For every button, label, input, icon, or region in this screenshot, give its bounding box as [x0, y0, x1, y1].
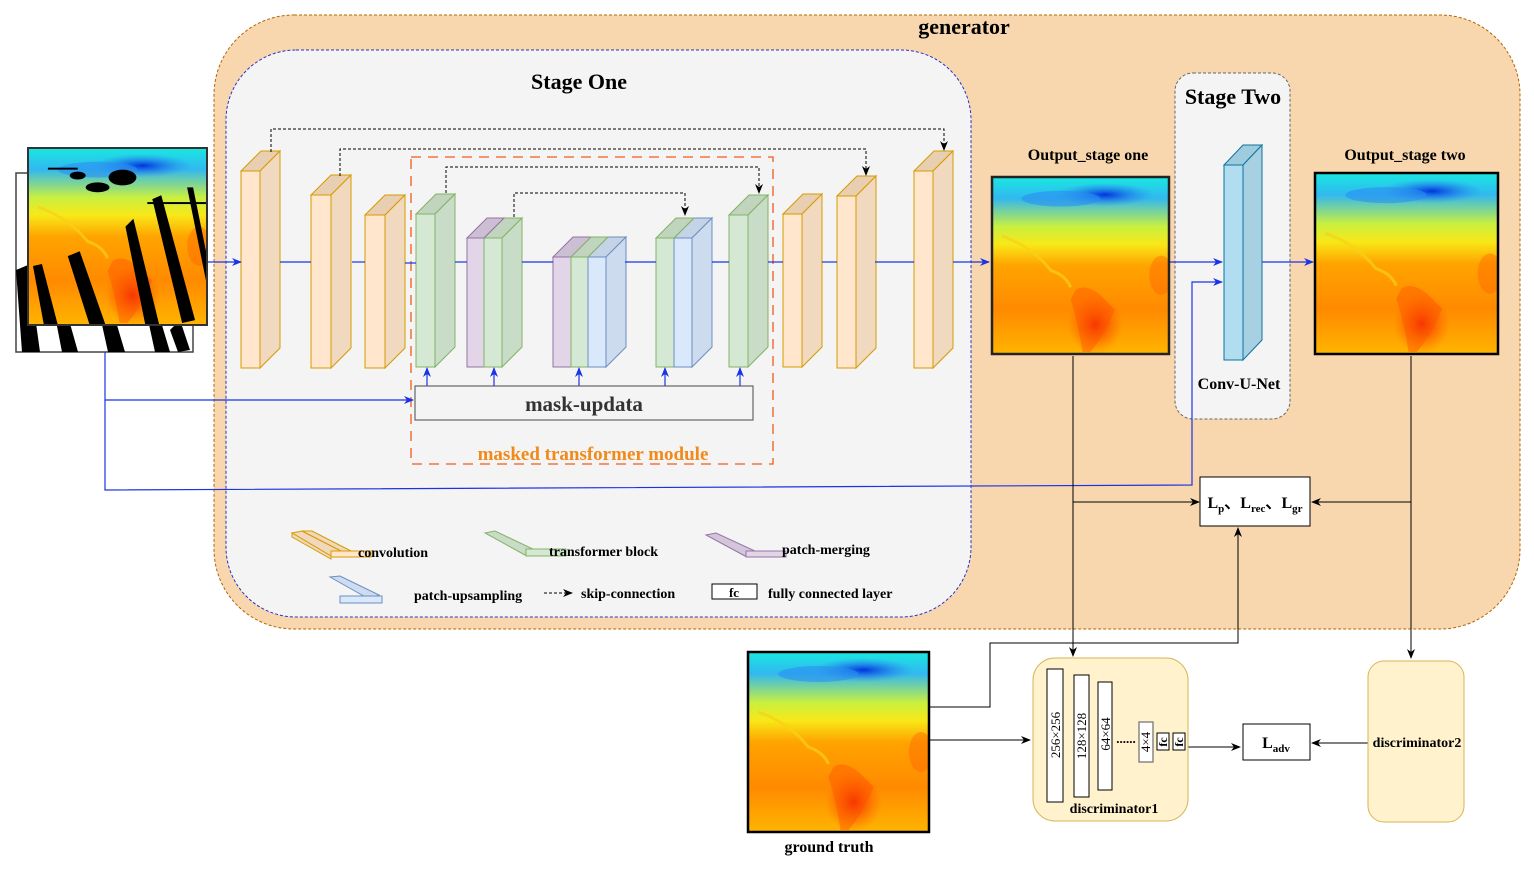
discriminator2: discriminator2 — [1367, 660, 1465, 823]
loss-subscript: rec — [1251, 503, 1266, 515]
legend-merging-label: patch-merging — [782, 543, 870, 558]
conv-block-6 — [912, 149, 955, 370]
disc1-ellipsis: ...... — [1116, 731, 1136, 746]
patch-merging-block-2 — [552, 256, 572, 368]
legend-convolution-swatch — [290, 530, 372, 560]
combined-loss-box: Lp、Lrec、Lgr — [1199, 476, 1311, 527]
disc1-fc-1-label: fc — [1156, 737, 1170, 747]
disc1-layer-64-label: 64×64 — [1098, 717, 1113, 751]
mask-update-arrows — [423, 367, 744, 386]
legend-upsampling-swatch — [328, 575, 383, 604]
disc1-layer-64 — [1097, 681, 1113, 791]
legend-transformer-label: transformer block — [549, 545, 658, 560]
transformer-block-1 — [414, 192, 457, 369]
mask-update-box — [414, 385, 754, 421]
disc1-fc-2 — [1172, 732, 1186, 751]
loss-symbol: L — [1262, 735, 1273, 752]
disc1-layer-256 — [1046, 668, 1064, 803]
conv-u-net-label: Conv-U-Net — [1198, 376, 1281, 393]
conv-block-3 — [363, 193, 407, 370]
output-stage-one-image — [990, 175, 1171, 356]
legend-fc-label: fully connected layer — [768, 587, 892, 602]
stage-one-blocks — [239, 149, 955, 370]
disc1-layer-256-label: 256×256 — [1048, 711, 1063, 758]
block-top-face — [654, 217, 696, 239]
legend-fc-box — [711, 583, 758, 600]
disc1-layer-128-label: 128×128 — [1074, 713, 1089, 759]
legend-transformer-swatch — [483, 530, 567, 557]
legend-convolution-label: convolution — [358, 546, 428, 561]
patch-merging-block-1 — [466, 237, 485, 368]
mask-input-lines — [104, 278, 1223, 491]
transformer-block-2 — [482, 216, 524, 369]
loss-subscript: p — [1218, 503, 1224, 515]
patch-upsampling-block-1 — [586, 235, 628, 369]
conv-block-5 — [835, 174, 878, 370]
transformer-block-4 — [655, 237, 675, 368]
discriminator1: 256×256 128×128 64×64 ...... 4×4 fc fc d… — [1032, 657, 1189, 822]
generator-title: generator — [918, 14, 1010, 39]
ground-truth-image — [746, 650, 931, 834]
block-top-face — [465, 217, 506, 239]
disc1-layer-128 — [1073, 674, 1090, 798]
stage-two-title: Stage Two — [1185, 84, 1281, 109]
conv-block-2 — [309, 173, 353, 370]
loss-separator: 、 — [1265, 495, 1281, 512]
skip-connections — [270, 128, 948, 217]
input-masked-image — [15, 147, 208, 353]
conv-u-net-block — [1222, 143, 1264, 362]
legend-fc-box-label: fc — [729, 585, 739, 600]
disc1-layer-4 — [1138, 721, 1154, 763]
transformer-block-5 — [727, 193, 770, 369]
disc1-layer-4-label: 4×4 — [1138, 731, 1153, 752]
patch-upsampling-block-2 — [672, 216, 714, 369]
loss-separator: 、 — [1224, 495, 1240, 512]
main-flow — [207, 258, 1314, 266]
legend: convolution transformer block patch-merg… — [290, 530, 892, 604]
masked-transformer-module-box — [410, 156, 774, 465]
loss-connectors — [929, 356, 1415, 751]
legend-upsampling-label: patch-upsampling — [414, 589, 522, 604]
transformer-block-3 — [570, 256, 589, 368]
loss-subscript: adv — [1273, 743, 1291, 755]
discriminator2-label: discriminator2 — [1373, 736, 1462, 751]
output-stage-one-label: Output_stage one — [1028, 147, 1148, 164]
discriminator1-label: discriminator1 — [1070, 802, 1159, 817]
conv-block-4 — [781, 192, 824, 369]
block-top-face — [569, 236, 610, 258]
disc1-fc-1 — [1156, 732, 1170, 751]
loss-subscript: gr — [1292, 503, 1303, 515]
adversarial-loss-label: Ladv — [1262, 735, 1290, 755]
stage-one-title: Stage One — [531, 69, 627, 94]
adversarial-loss-box: Ladv — [1242, 723, 1311, 761]
loss-symbol: L — [1240, 495, 1251, 512]
disc1-fc-2-label: fc — [1172, 737, 1186, 747]
masked-transformer-module-label: masked transformer module — [478, 444, 709, 465]
loss-symbol: L — [1281, 495, 1292, 512]
legend-merging-swatch — [704, 532, 787, 558]
conv-block-1 — [239, 149, 282, 370]
output-stage-two-label: Output_stage two — [1344, 147, 1465, 164]
loss-symbol: L — [1207, 495, 1218, 512]
mask-update-label: mask-updata — [525, 392, 643, 416]
ground-truth-label: ground truth — [784, 839, 873, 856]
legend-skip-label: skip-connection — [581, 587, 675, 602]
output-stage-two-image — [1313, 171, 1500, 356]
combined-loss-label: Lp、Lrec、Lgr — [1207, 495, 1302, 515]
